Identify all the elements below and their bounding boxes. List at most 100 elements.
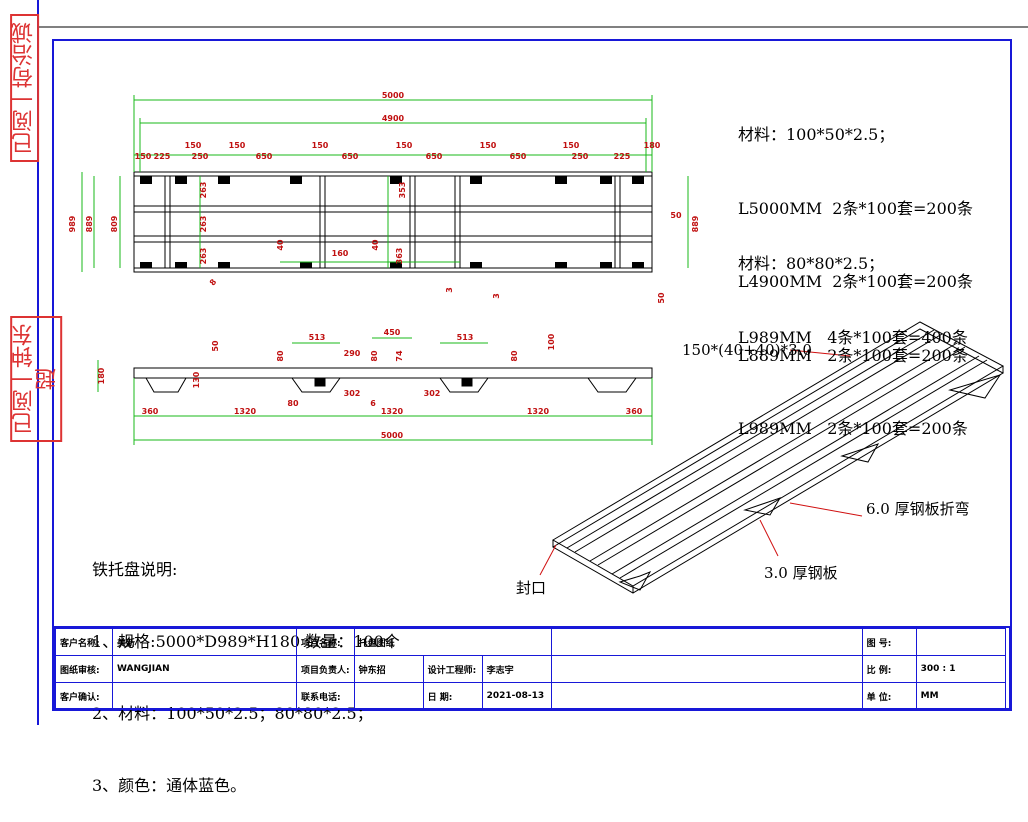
svg-text:650: 650	[342, 152, 359, 161]
svg-text:450: 450	[384, 328, 401, 337]
svg-text:80: 80	[510, 350, 519, 362]
svg-text:180: 180	[97, 367, 106, 384]
svg-text:513: 513	[309, 333, 326, 342]
material-row: L989MM 2条*100套=200条	[738, 419, 968, 438]
svg-text:80: 80	[370, 350, 379, 362]
svg-text:40: 40	[276, 239, 285, 251]
svg-text:302: 302	[344, 389, 361, 398]
dim-inner-4900: 4900	[382, 114, 405, 123]
date-value: 2021-08-13	[481, 682, 552, 710]
scale-value: 300 : 1	[915, 655, 1006, 683]
svg-text:150: 150	[229, 141, 246, 150]
material-row: L989MM 4条*100套=400条	[738, 327, 968, 347]
svg-text:50: 50	[211, 340, 220, 352]
svg-text:80: 80	[287, 399, 299, 408]
top-view-pads	[140, 176, 644, 268]
svg-text:1320: 1320	[234, 407, 257, 416]
unit-label: 单 位:	[861, 682, 917, 710]
date-label: 日 期:	[422, 682, 483, 710]
svg-text:263: 263	[199, 216, 208, 233]
svg-text:5000: 5000	[381, 431, 404, 440]
client-name-label: 客户名称:	[55, 628, 113, 656]
engineer-value: 李志宇	[481, 655, 552, 683]
isometric-pallet	[552, 321, 1005, 594]
blank-cell	[550, 628, 863, 656]
phone-label: 联系电话:	[296, 682, 355, 710]
svg-text:150: 150	[396, 141, 413, 150]
svg-text:360: 360	[626, 407, 643, 416]
svg-text:50: 50	[670, 211, 682, 220]
callout-plate: 3.0 厚钢板	[764, 564, 838, 582]
scale-label: 比 例:	[861, 655, 917, 683]
svg-text:250: 250	[192, 152, 209, 161]
project-label: 项目名称:	[296, 628, 355, 656]
drawing-no-label: 图 号:	[861, 628, 917, 656]
svg-text:250: 250	[572, 152, 589, 161]
side-view	[133, 367, 653, 393]
svg-text:225: 225	[614, 152, 631, 161]
svg-text:225: 225	[154, 152, 171, 161]
svg-text:3: 3	[445, 287, 454, 293]
svg-text:3: 3	[492, 293, 501, 299]
top-view	[133, 171, 653, 273]
svg-text:8: 8	[208, 277, 219, 287]
svg-text:150: 150	[185, 141, 202, 150]
phone-value	[353, 682, 424, 710]
svg-text:650: 650	[510, 152, 527, 161]
material-row: L889MM 2条*100套=200条	[738, 345, 968, 365]
svg-text:150: 150	[312, 141, 329, 150]
svg-text:74: 74	[395, 350, 404, 362]
material-row: L5000MM 2条*100套=200条	[738, 198, 973, 218]
svg-text:360: 360	[142, 407, 159, 416]
drawing-no-value	[915, 628, 1006, 656]
svg-text:889: 889	[691, 215, 700, 232]
cad-drawing: 5000 4900 150 225 250 150 650 150 650 15…	[37, 0, 1028, 725]
manager-value: 钟东招	[353, 655, 424, 683]
material-row: L4900MM 2条*100套=200条	[738, 272, 973, 291]
title-block: 客户名称: 美新 项目名称: 托盘图纸 图 号: 图纸审核: WANGJIAN …	[53, 626, 1011, 710]
svg-text:809: 809	[110, 215, 119, 232]
svg-text:650: 650	[426, 152, 443, 161]
svg-text:130: 130	[192, 371, 201, 388]
svg-text:6: 6	[370, 399, 376, 408]
side-view-dim-text: 513 450 513 290 50 80 80 74 80 100 180 1…	[97, 328, 643, 440]
top-view-dimensions	[81, 95, 689, 272]
svg-text:50: 50	[657, 292, 666, 304]
callout-profile: 150*(40+40)*3.0	[682, 341, 812, 359]
confirm-label: 客户确认:	[55, 682, 113, 710]
material-title-2: 材料：80*80*2.5；	[738, 254, 885, 273]
callout-seal: 封口	[516, 579, 547, 597]
dim-overall-5000: 5000	[382, 91, 405, 100]
notes-title: 铁托盘说明:	[92, 560, 178, 579]
material-title-1: 材料：100*50*2.5；	[738, 125, 895, 144]
svg-text:263: 263	[199, 248, 208, 265]
svg-text:989: 989	[68, 215, 77, 232]
svg-text:650: 650	[256, 152, 273, 161]
unit-value: MM	[915, 682, 1006, 710]
blank-cell	[550, 655, 863, 683]
svg-text:150: 150	[563, 141, 580, 150]
svg-text:80: 80	[276, 350, 285, 362]
svg-text:513: 513	[457, 333, 474, 342]
svg-text:100: 100	[547, 333, 556, 350]
project-value: 托盘图纸	[353, 628, 552, 656]
side-view-dimensions	[97, 337, 653, 445]
svg-text:1320: 1320	[381, 407, 404, 416]
svg-text:263: 263	[199, 182, 208, 199]
svg-text:889: 889	[85, 215, 94, 232]
svg-text:150: 150	[480, 141, 497, 150]
svg-text:160: 160	[332, 249, 349, 258]
review-stamp-2: 已阅一钟东超	[10, 316, 63, 442]
svg-text:40: 40	[371, 239, 380, 251]
top-view-dim-text: 5000 4900 150 225 250 150 650 150 650 15…	[68, 91, 700, 304]
material-list-1: 材料：100*50*2.5； L5000MM 2条*100套=200条 L490…	[738, 74, 973, 466]
callout-leaders	[539, 349, 863, 576]
svg-text:353: 353	[398, 182, 407, 199]
svg-text:1320: 1320	[527, 407, 550, 416]
confirm-value	[112, 682, 297, 710]
svg-text:180: 180	[644, 141, 661, 150]
blank-cell	[550, 682, 863, 710]
svg-text:290: 290	[344, 349, 361, 358]
review-stamp-1: 已阅一苟治诚	[10, 14, 40, 162]
manager-label: 项目负责人:	[296, 655, 355, 683]
